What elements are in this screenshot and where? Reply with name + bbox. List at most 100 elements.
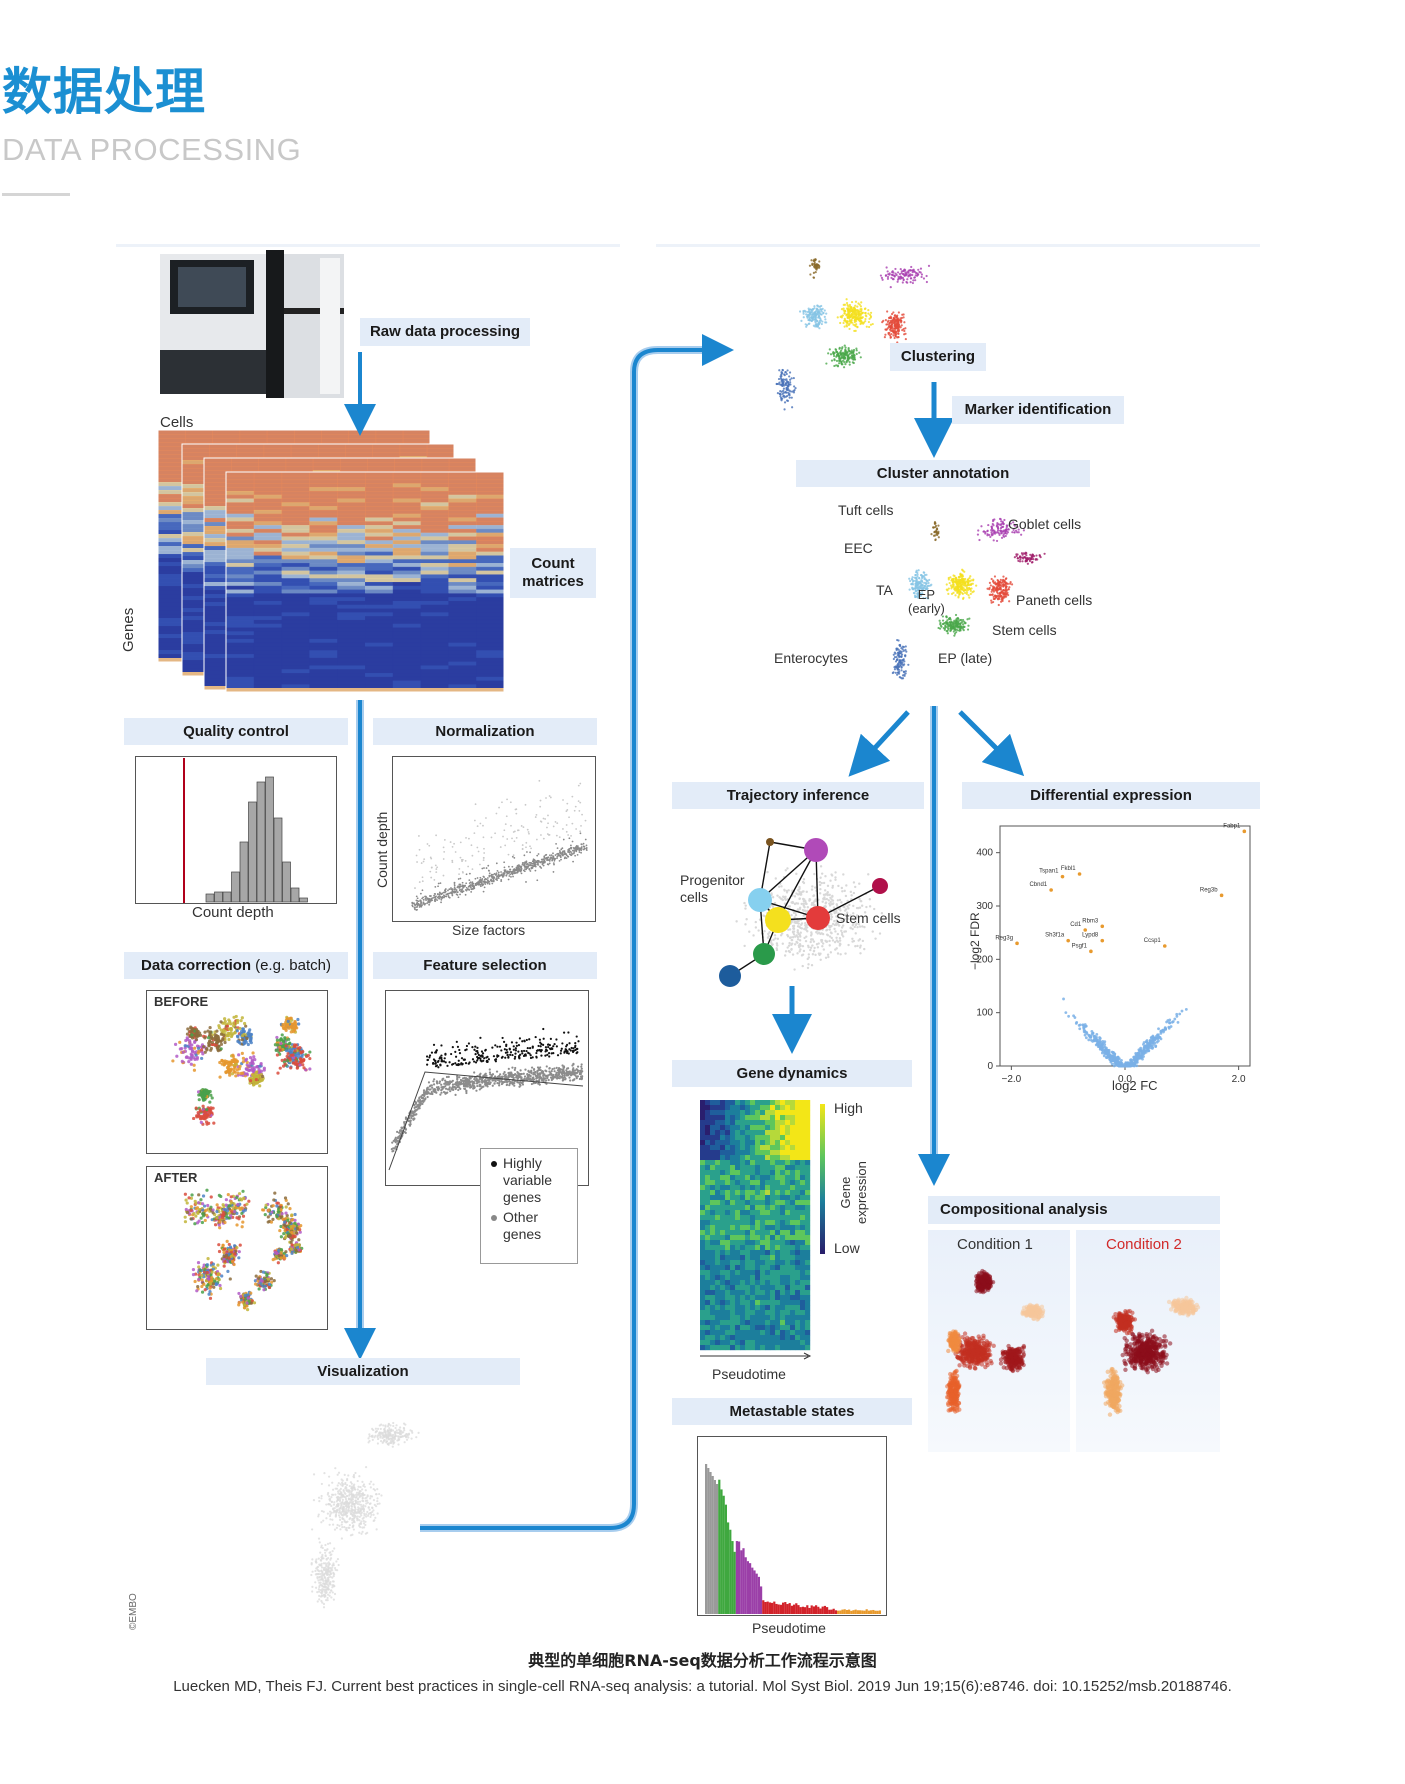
metastable-bar: [727, 1522, 730, 1614]
annotated-umap: [891, 517, 1046, 680]
metastable-bar: [878, 1610, 881, 1614]
step-quality-control: Quality control: [124, 718, 348, 745]
condition-1-density: [944, 1268, 1046, 1414]
step-visualization: Visualization: [206, 1358, 520, 1385]
volcano-point-label: Fkbl1: [1061, 866, 1076, 872]
volcano-point-label: Reg3b: [1200, 887, 1218, 893]
qc-bar: [273, 817, 283, 903]
volcano-point: [1049, 888, 1053, 892]
step-trajectory-inference: Trajectory inference: [672, 782, 924, 809]
metastable-bar: [817, 1606, 820, 1614]
metastable-bar: [757, 1576, 760, 1614]
metastable-bar: [848, 1609, 851, 1614]
trajectory-node: [804, 838, 828, 862]
qc-bar: [299, 897, 308, 903]
panel-top-rule-right: [656, 244, 1260, 247]
volcano-point: [1083, 928, 1088, 932]
metastable-bar: [713, 1480, 716, 1614]
qc-histogram: [135, 756, 337, 904]
clustering-umap: [775, 258, 931, 411]
step-differential-expression: Differential expression: [962, 782, 1260, 809]
volcano-point: [1242, 829, 1247, 834]
cells-label: Cells: [160, 414, 194, 431]
metastable-bar: [711, 1476, 714, 1614]
volcano-point: [1077, 872, 1082, 876]
metastable-bar: [755, 1573, 758, 1614]
step-data-correction: Data correction(e.g. batch): [124, 952, 348, 979]
metastable-bar: [867, 1610, 870, 1614]
metastable-bar: [839, 1610, 842, 1614]
metastable-xlabel: Pseudotime: [752, 1620, 826, 1636]
step-metastable-states: Metastable states: [672, 1398, 912, 1425]
volcano-point: [1089, 949, 1093, 954]
qc-bar: [239, 841, 249, 903]
metastable-bar: [856, 1610, 859, 1614]
metastable-bar: [786, 1604, 789, 1614]
norm-xlabel: Size factors: [452, 922, 526, 938]
volcano-point: [1066, 938, 1070, 943]
step-clustering: Clustering: [890, 343, 986, 371]
label-ep-late: EP (late): [938, 650, 993, 666]
label-goblet-cells: Goblet cells: [1008, 516, 1082, 532]
metastable-bar: [801, 1606, 804, 1614]
metastable-bar: [854, 1609, 857, 1614]
label-ep-early: EP (early): [908, 587, 945, 616]
volcano-ytick-label: 100: [976, 1008, 993, 1019]
metastable-bar: [760, 1586, 763, 1614]
label-ta: TA: [876, 582, 893, 598]
metastable-bar: [815, 1605, 818, 1614]
metastable-bar: [735, 1541, 738, 1614]
metastable-bar: [834, 1610, 837, 1614]
metastable-bar: [841, 1609, 844, 1614]
qc-bar: [248, 801, 257, 903]
volcano-xlabel: log2 FC: [1112, 1078, 1158, 1093]
metastable-bar: [746, 1561, 749, 1614]
trajectory-node: [765, 907, 791, 933]
step-gene-dynamics: Gene dynamics: [672, 1060, 912, 1087]
metastable-bar: [863, 1610, 866, 1614]
trajectory-graph: [719, 838, 888, 987]
page-title: 数据处理: [2, 63, 206, 121]
condition-2-density: [1101, 1295, 1201, 1417]
figure-caption: 典型的单细胞RNA-seq数据分析工作流程示意图: [528, 1651, 877, 1670]
metastable-bar: [779, 1604, 782, 1614]
volcano-point: [1100, 924, 1105, 929]
batch-after-tsne: [146, 1166, 328, 1330]
condition-1-label: Condition 1: [957, 1236, 1033, 1253]
heatmap-layer: [225, 471, 505, 693]
metastable-bar: [718, 1479, 721, 1614]
visualization-umap: [310, 1421, 420, 1609]
count-matrices-text: Count matrices: [522, 555, 584, 590]
qc-bar: [290, 887, 300, 903]
metastable-bar: [797, 1605, 800, 1614]
metastable-bar: [707, 1468, 710, 1614]
sequencer-icon: [160, 250, 344, 398]
normalization-scatter: [392, 756, 596, 922]
metastable-bar: [828, 1609, 831, 1614]
volcano-point: [1100, 938, 1105, 943]
volcano-ytick-label: 400: [976, 848, 993, 859]
copyright-embo: ©EMBO: [128, 1593, 139, 1630]
metastable-bar: [812, 1606, 815, 1614]
volcano-xtick-label: −2.0: [1001, 1074, 1021, 1085]
label-enterocytes: Enterocytes: [774, 650, 848, 666]
step-compositional-analysis: Compositional analysis: [928, 1196, 1220, 1224]
volcano-ytick-label: 200: [976, 954, 993, 965]
metastable-bar: [819, 1608, 822, 1614]
metastable-bar: [872, 1609, 875, 1614]
panel-top-rule-left: [116, 244, 620, 247]
count-matrix-heatmap: [157, 429, 505, 693]
volcano-point-label: Ccsp1: [1144, 938, 1162, 944]
condition-2-label: Condition 2: [1106, 1236, 1182, 1253]
volcano-point-label: Lypd8: [1082, 933, 1099, 939]
trajectory-node: [748, 888, 772, 912]
metastable-bar: [773, 1601, 776, 1614]
step-feature-selection: Feature selection: [373, 952, 597, 979]
trajectory-node: [872, 878, 888, 894]
metastable-bar: [762, 1600, 765, 1614]
metastable-bar: [724, 1504, 727, 1614]
metastable-bar: [768, 1602, 771, 1614]
trajectory-node: [719, 965, 741, 987]
